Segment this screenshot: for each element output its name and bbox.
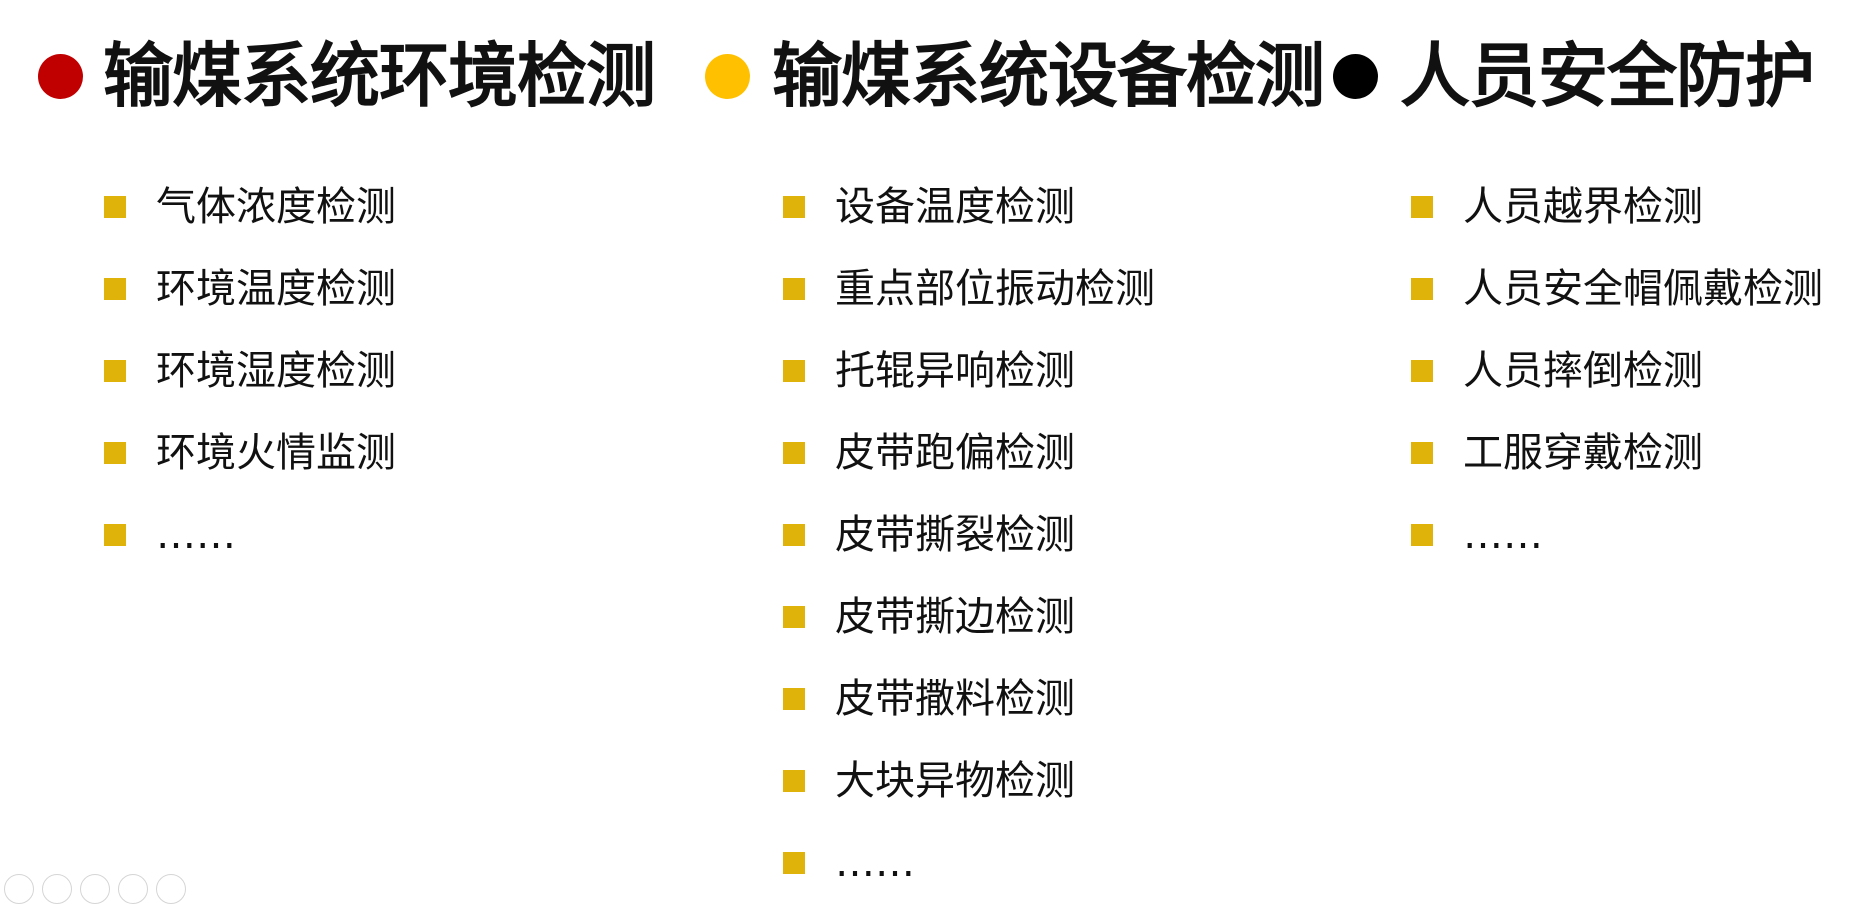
square-bullet-icon xyxy=(783,360,805,382)
list-item: 环境温度检测 xyxy=(104,248,396,330)
column-heading: 人员安全防护 xyxy=(1333,35,1815,117)
column-title: 输煤系统环境检测 xyxy=(103,35,656,117)
presentation-controls xyxy=(0,864,186,904)
item-text: 环境火情监测 xyxy=(156,430,396,476)
list-item: 人员越界检测 xyxy=(1411,166,1823,248)
list-item: 设备温度检测 xyxy=(783,166,1155,248)
item-text: 设备温度检测 xyxy=(835,184,1075,230)
list-item: 皮带撕边检测 xyxy=(783,576,1155,658)
item-text: 皮带撕边检测 xyxy=(835,594,1075,640)
item-text: 人员摔倒检测 xyxy=(1463,348,1703,394)
column-title: 人员安全防护 xyxy=(1400,35,1815,117)
square-bullet-icon xyxy=(104,360,126,382)
column-title: 输煤系统设备检测 xyxy=(772,35,1325,117)
yellow-dot-icon xyxy=(705,53,750,99)
item-list: 气体浓度检测 环境温度检测 环境湿度检测 环境火情监测 …… xyxy=(104,166,396,576)
list-item: 人员安全帽佩戴检测 xyxy=(1411,248,1823,330)
column-heading: 输煤系统设备检测 xyxy=(705,35,1325,117)
item-text: 托辊异响检测 xyxy=(835,348,1075,394)
item-text: 皮带撕裂检测 xyxy=(835,512,1075,558)
item-list: 人员越界检测 人员安全帽佩戴检测 人员摔倒检测 工服穿戴检测 …… xyxy=(1411,166,1823,576)
list-item: 托辊异响检测 xyxy=(783,330,1155,412)
list-item: 工服穿戴检测 xyxy=(1411,412,1823,494)
zoom-icon[interactable] xyxy=(118,874,148,904)
list-item: 气体浓度检测 xyxy=(104,166,396,248)
item-text: 大块异物检测 xyxy=(835,758,1075,804)
item-text: 人员安全帽佩戴检测 xyxy=(1463,266,1823,312)
pen-icon[interactable] xyxy=(42,874,72,904)
square-bullet-icon xyxy=(783,852,805,874)
list-item: 人员摔倒检测 xyxy=(1411,330,1823,412)
item-text: 环境湿度检测 xyxy=(156,348,396,394)
black-dot-icon xyxy=(1333,53,1378,99)
list-item: 大块异物检测 xyxy=(783,740,1155,822)
square-bullet-icon xyxy=(783,278,805,300)
square-bullet-icon xyxy=(783,524,805,546)
list-item: …… xyxy=(783,822,1155,904)
square-bullet-icon xyxy=(783,442,805,464)
item-text: 皮带撒料检测 xyxy=(835,676,1075,722)
list-item: …… xyxy=(104,494,396,576)
item-text: …… xyxy=(835,840,915,886)
more-icon[interactable] xyxy=(156,874,186,904)
item-text: 重点部位振动检测 xyxy=(835,266,1155,312)
list-item: 皮带撕裂检测 xyxy=(783,494,1155,576)
square-bullet-icon xyxy=(1411,360,1433,382)
square-bullet-icon xyxy=(1411,278,1433,300)
square-bullet-icon xyxy=(783,770,805,792)
square-bullet-icon xyxy=(1411,524,1433,546)
square-bullet-icon xyxy=(104,524,126,546)
square-bullet-icon xyxy=(783,196,805,218)
red-dot-icon xyxy=(38,53,83,99)
list-item: 环境火情监测 xyxy=(104,412,396,494)
square-bullet-icon xyxy=(104,278,126,300)
square-bullet-icon xyxy=(783,688,805,710)
square-bullet-icon xyxy=(783,606,805,628)
item-text: …… xyxy=(156,512,236,558)
play-icon[interactable] xyxy=(4,874,34,904)
square-bullet-icon xyxy=(104,196,126,218)
square-bullet-icon xyxy=(104,442,126,464)
item-text: 气体浓度检测 xyxy=(156,184,396,230)
item-list: 设备温度检测 重点部位振动检测 托辊异响检测 皮带跑偏检测 皮带撕裂检测 皮带撕… xyxy=(783,166,1155,904)
item-text: 皮带跑偏检测 xyxy=(835,430,1075,476)
item-text: 环境温度检测 xyxy=(156,266,396,312)
item-text: 工服穿戴检测 xyxy=(1463,430,1703,476)
list-item: 皮带撒料检测 xyxy=(783,658,1155,740)
square-bullet-icon xyxy=(1411,196,1433,218)
grid-icon[interactable] xyxy=(80,874,110,904)
item-text: 人员越界检测 xyxy=(1463,184,1703,230)
square-bullet-icon xyxy=(1411,442,1433,464)
column-heading: 输煤系统环境检测 xyxy=(38,35,656,117)
list-item: 皮带跑偏检测 xyxy=(783,412,1155,494)
list-item: …… xyxy=(1411,494,1823,576)
list-item: 重点部位振动检测 xyxy=(783,248,1155,330)
list-item: 环境湿度检测 xyxy=(104,330,396,412)
item-text: …… xyxy=(1463,512,1543,558)
